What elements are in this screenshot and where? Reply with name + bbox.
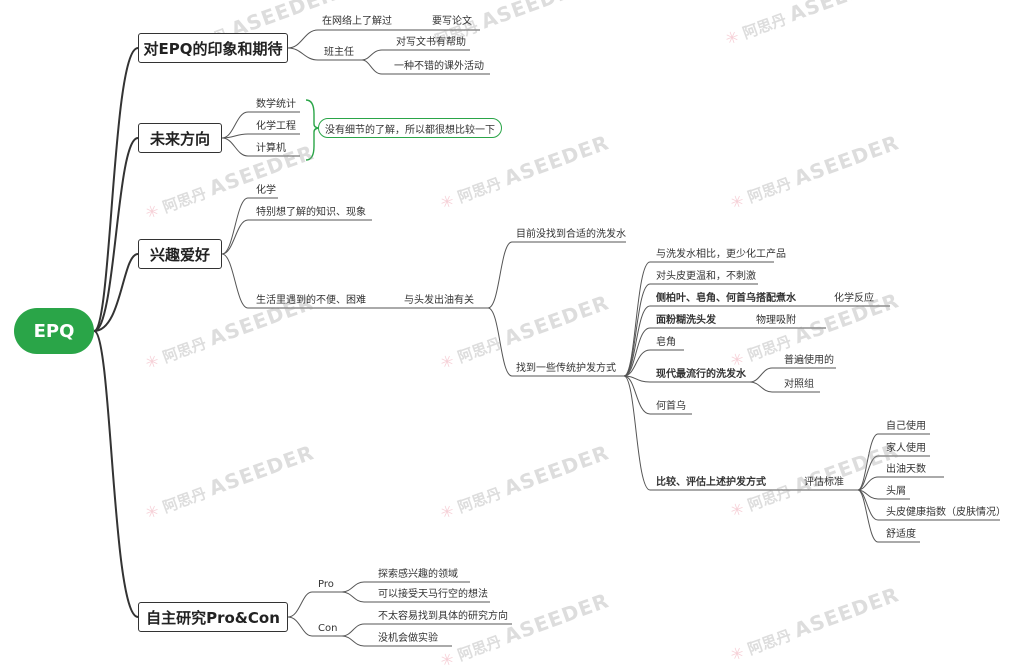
node-knowledge[interactable]: 特别想了解的知识、现象 xyxy=(256,207,366,218)
criteria-item[interactable]: 头屑 xyxy=(886,486,906,497)
node-less-chem[interactable]: 与洗发水相比，更少化工产品 xyxy=(656,249,786,260)
node-hair-oil[interactable]: 与头发出油有关 xyxy=(404,295,474,306)
node-teacher[interactable]: 班主任 xyxy=(324,47,354,58)
node-future-1[interactable]: 数学统计 xyxy=(256,99,296,110)
criteria-item[interactable]: 出油天数 xyxy=(886,464,926,475)
node-activity[interactable]: 一种不错的课外活动 xyxy=(394,61,484,72)
node-chem[interactable]: 化学 xyxy=(256,185,276,196)
node-common-use[interactable]: 普遍使用的 xyxy=(784,355,834,366)
node-pro[interactable]: Pro xyxy=(318,579,334,590)
node-writing[interactable]: 对写文书有帮助 xyxy=(396,37,466,48)
node-online[interactable]: 在网络上了解过 xyxy=(322,16,392,27)
node-no-shampoo[interactable]: 目前没找到合适的洗发水 xyxy=(516,229,626,240)
node-absorb[interactable]: 物理吸附 xyxy=(756,315,796,326)
root-node[interactable]: EPQ xyxy=(14,308,94,354)
branch-future[interactable]: 未来方向 xyxy=(138,123,222,153)
summary-callout[interactable]: 没有细节的了解，所以都很想比较一下 xyxy=(318,118,502,138)
node-saponin[interactable]: 皂角 xyxy=(656,337,676,348)
node-con-2[interactable]: 没机会做实验 xyxy=(378,633,438,644)
node-con-1[interactable]: 不太容易找到具体的研究方向 xyxy=(378,611,508,622)
criteria-item[interactable]: 家人使用 xyxy=(886,443,926,454)
branch-research[interactable]: 自主研究Pro&Con xyxy=(138,602,288,632)
node-future-2[interactable]: 化学工程 xyxy=(256,121,296,132)
branch-impression[interactable]: 对EPQ的印象和期待 xyxy=(138,33,288,63)
branch-interest[interactable]: 兴趣爱好 xyxy=(138,239,222,269)
node-criteria[interactable]: 评估标准 xyxy=(804,477,844,488)
criteria-item[interactable]: 头皮健康指数（皮肤情况） xyxy=(886,507,1006,518)
node-heshouwu[interactable]: 何首乌 xyxy=(656,401,686,412)
node-pro-1[interactable]: 探索感兴趣的领域 xyxy=(378,569,458,580)
node-mild[interactable]: 对头皮更温和，不刺激 xyxy=(656,271,756,282)
node-control[interactable]: 对照组 xyxy=(784,379,814,390)
node-modern[interactable]: 现代最流行的洗发水 xyxy=(656,369,746,380)
node-pro-2[interactable]: 可以接受天马行空的想法 xyxy=(378,589,488,600)
node-powder[interactable]: 面粉糊洗头发 xyxy=(656,315,716,326)
node-con[interactable]: Con xyxy=(318,623,338,634)
node-inconvenience[interactable]: 生活里遇到的不便、困难 xyxy=(256,295,366,306)
criteria-item[interactable]: 舒适度 xyxy=(886,529,916,540)
criteria-item[interactable]: 自己使用 xyxy=(886,421,926,432)
node-essay[interactable]: 要写论文 xyxy=(432,16,472,27)
node-compare[interactable]: 比较、评估上述护发方式 xyxy=(656,477,766,488)
node-traditional[interactable]: 找到一些传统护发方式 xyxy=(516,363,616,374)
node-future-3[interactable]: 计算机 xyxy=(256,143,286,154)
node-chem-reaction[interactable]: 化学反应 xyxy=(834,293,874,304)
node-boil[interactable]: 侧柏叶、皂角、何首乌搭配煮水 xyxy=(656,293,796,304)
